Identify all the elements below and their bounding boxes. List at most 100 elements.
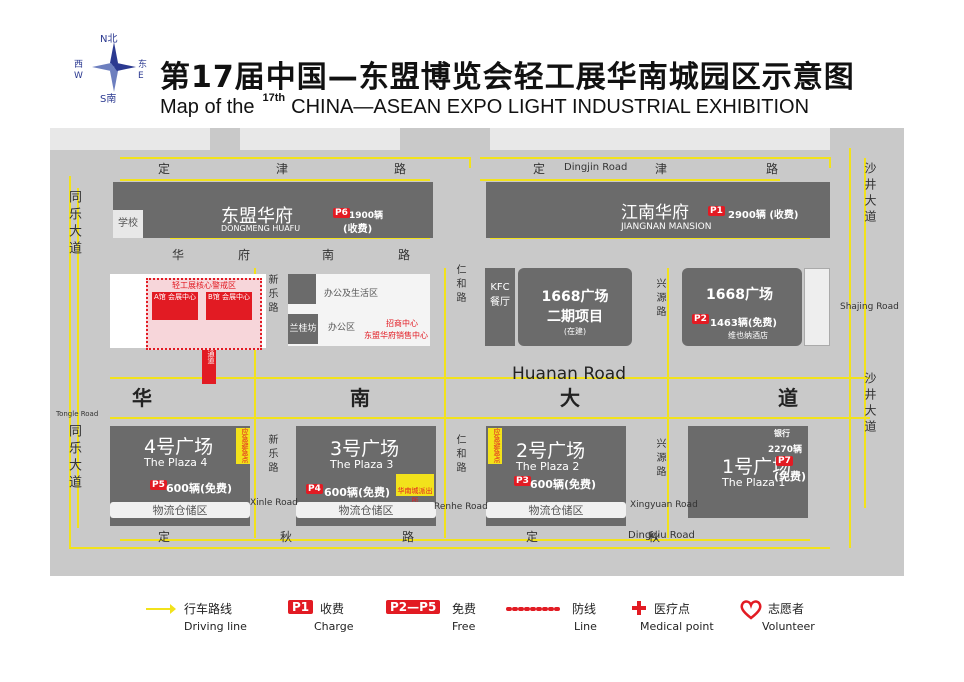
huanan-char: 大 — [560, 386, 580, 410]
plaza-1-capacity: 2270辆 — [768, 445, 803, 455]
parking-p5-badge: P5 — [150, 480, 167, 490]
dingjin-char: 定 — [158, 162, 171, 176]
plaza-4-name: 4号广场 — [144, 436, 214, 458]
huafu-char: 府 — [238, 248, 251, 262]
sales-center-label: 东盟华府销售中心 — [364, 331, 428, 340]
plaza-3-capacity: 600辆(免费) — [324, 486, 391, 499]
xinle-road-bottom: 新乐路 — [266, 434, 277, 476]
driving-routes — [69, 148, 870, 549]
dingjin-char: 路 — [394, 162, 407, 176]
core-exhibition-area[interactable]: 轻工展核心警戒区 A馆 会展中心 B馆 会展中心 通道 — [110, 274, 266, 384]
legend-charge-en: Charge — [314, 620, 354, 633]
plaza-1-block[interactable]: 1号广场 The Plaza 1 2270辆 P7 (免费) 银行 — [688, 426, 808, 518]
dingjin-char: 津 — [276, 162, 289, 176]
jiangnan-name: 江南华府 — [621, 203, 689, 223]
north-block — [660, 128, 830, 150]
compass-e: 东 E — [138, 60, 148, 81]
phase2-block[interactable]: 1668广场 二期项目 (在建) — [518, 268, 632, 346]
heart-icon — [740, 600, 762, 620]
page-title: 第17届中国—东盟博览会轻工展华南城园区示意图 — [160, 60, 855, 95]
huafu-char: 华 — [172, 248, 185, 262]
medical-cross-icon — [632, 601, 646, 615]
subtitle-prefix: Map of the — [160, 96, 255, 118]
dingjin-char: 定 — [533, 162, 546, 176]
compass-rose-icon — [92, 42, 136, 92]
school-block: 学校 — [113, 210, 143, 238]
hall-a: A馆 会展中心 — [152, 292, 198, 320]
hotel-label: 维也纳酒店 — [728, 331, 768, 340]
plaza-1668-name: 1668广场 — [706, 287, 773, 303]
legend-line-cn: 防线 — [572, 602, 597, 616]
dongmeng-en: DONGMENG HUAFU — [221, 224, 301, 233]
plaza-1-name: 1号广场 — [722, 456, 792, 478]
recruit-center-label: 招商中心 — [386, 319, 418, 328]
plaza-4-block[interactable]: 4号广场 The Plaza 4 P5 600辆(免费) 物流仓储区 — [110, 426, 250, 526]
dingqiu-char: 路 — [402, 530, 415, 544]
renhe-road-top: 仁和路 — [454, 264, 465, 306]
legend-medical-cn: 医疗点 — [654, 602, 691, 616]
phase2-line2: 二期项目 — [547, 309, 603, 325]
compass-s: S南 — [100, 94, 117, 105]
renhe-road-bottom: 仁和路 — [454, 434, 465, 476]
legend-free-badge: P2—P5 — [386, 600, 441, 614]
compass: N北 S南 西 W 东 E — [74, 30, 154, 105]
xinle-road-top: 新乐路 — [266, 274, 277, 316]
plaza-2-block[interactable]: 2号广场 The Plaza 2 P3 600辆(免费) 物流仓储区 — [486, 426, 626, 526]
dongmeng-capacity: 1900辆 — [349, 211, 384, 221]
police-station-label: 华南城派出所 — [396, 474, 434, 505]
parking-p6-badge: P6 — [333, 208, 350, 218]
shajing-road-en: Shajing Road — [840, 302, 899, 312]
arrow-right-icon — [146, 604, 176, 614]
parking-p7-badge: P7 — [776, 456, 793, 466]
dingqiu-char: 秋 — [648, 530, 661, 544]
phase2-line3: (在建) — [563, 327, 587, 336]
emergency-point: 应急避急点 — [488, 428, 502, 464]
dingjin-char: 津 — [655, 162, 668, 176]
north-block — [50, 128, 210, 150]
xingyuan-road-en: Xingyuan Road — [630, 500, 698, 510]
dingqiu-char: 秋 — [280, 530, 293, 544]
parking-p1-badge: P1 — [708, 206, 725, 216]
legend-driving-en: Driving line — [184, 620, 247, 633]
map-area: 学校 东盟华府 DONGMENG HUAFU P6 1900辆 (收费) 江南华… — [50, 128, 904, 576]
core-zone: 轻工展核心警戒区 A馆 会展中心 B馆 会展中心 — [146, 278, 262, 350]
shajing-road-top: 沙井大道 — [863, 162, 877, 226]
plaza-2-name: 2号广场 — [516, 440, 586, 462]
dotted-line-icon — [506, 607, 562, 611]
plaza-1668-capacity: 1463辆(免费) — [710, 318, 777, 329]
plaza-3-storage: 物流仓储区 — [296, 502, 436, 518]
bank-label: 银行 — [774, 429, 790, 438]
dongmeng-fee: (收费) — [343, 224, 373, 235]
core-zone-title: 轻工展核心警戒区 — [172, 281, 236, 290]
plaza-2-capacity: 600辆(免费) — [530, 478, 597, 491]
north-block — [240, 128, 400, 150]
hotel-building — [804, 268, 830, 346]
plaza-2-en: The Plaza 2 — [516, 460, 580, 473]
legend-medical-en: Medical point — [640, 620, 714, 633]
compass-n: N北 — [100, 34, 118, 45]
plaza-1668-block[interactable]: 1668广场 P2 1463辆(免费) 维也纳酒店 — [682, 268, 802, 346]
compass-w: 西 W — [74, 60, 84, 81]
parking-p2-badge: P2 — [692, 314, 709, 324]
kfc-block[interactable]: KFC 餐厅 — [485, 268, 515, 346]
parking-p4-badge: P4 — [306, 484, 323, 494]
jiangnan-mansion-block[interactable]: 江南华府 JIANGNAN MANSION P1 2900辆 (收费) — [486, 182, 830, 238]
office-area[interactable]: 兰桂坊 办公及生活区 办公区 招商中心 东盟华府销售中心 — [288, 274, 430, 346]
parking-p3-badge: P3 — [514, 476, 531, 486]
jiangnan-en: JIANGNAN MANSION — [621, 222, 712, 232]
legend-volunteer-en: Volunteer — [762, 620, 815, 633]
dongmeng-huafu-block[interactable]: 学校 东盟华府 DONGMENG HUAFU P6 1900辆 (收费) — [113, 182, 433, 238]
xinle-road-en: Xinle Road — [250, 498, 298, 508]
plaza-1-en: The Plaza 1 — [722, 476, 786, 489]
legend-free-cn: 免费 — [452, 602, 477, 616]
plaza-3-block[interactable]: 3号广场 The Plaza 3 P4 600辆(免费) 华南城派出所 物流仓储… — [296, 426, 436, 526]
plaza-1-fee: (免费) — [774, 470, 807, 483]
plaza-4-capacity: 600辆(免费) — [166, 482, 233, 495]
legend-charge-cn: 收费 — [320, 602, 345, 616]
tongle-road-bottom: 同乐大道 — [66, 424, 81, 492]
dongmeng-name: 东盟华府 — [221, 206, 293, 227]
phase2-line1: 1668广场 — [541, 289, 609, 305]
huanan-char: 南 — [350, 386, 370, 410]
languifang-block: 兰桂坊 — [288, 314, 318, 344]
